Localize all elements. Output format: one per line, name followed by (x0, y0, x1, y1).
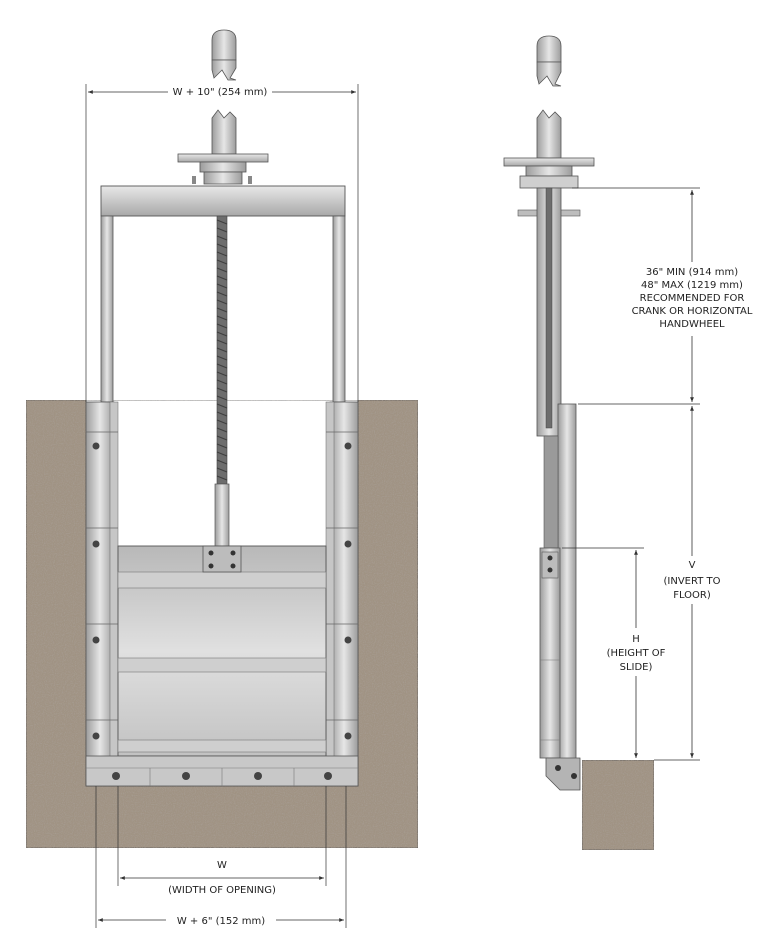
front-threaded-stem (214, 215, 230, 549)
front-yoke (100, 185, 346, 217)
opening-width-label: W (217, 860, 227, 871)
stem-label-line-1: 36" MIN (914 mm) (646, 267, 738, 278)
v-label-line-1: V (689, 560, 696, 571)
h-label-line-1: H (632, 634, 640, 645)
dim-opening-width: W (WIDTH OF OPENING) (117, 786, 327, 896)
dim-top-width: W + 10" (254 mm) (85, 84, 359, 402)
front-stem-top (211, 29, 237, 81)
dim-invert-to-floor: V (INVERT TO FLOOR) (654, 406, 721, 761)
h-label-line-3: SLIDE) (620, 662, 653, 673)
v-label-line-2: (INVERT TO (664, 576, 721, 587)
stem-label-line-2: 48" MAX (1219 mm) (641, 280, 743, 291)
side-slide (539, 435, 561, 759)
opening-width-sub: (WIDTH OF OPENING) (168, 885, 276, 896)
front-guide-right (325, 401, 359, 787)
h-label-line-2: (HEIGHT OF (607, 648, 666, 659)
v-label-line-3: FLOOR) (673, 590, 711, 601)
front-stem-upper (211, 109, 237, 155)
dim-height-of-slide: H (HEIGHT OF SLIDE) (562, 547, 666, 758)
front-guide-left (85, 401, 119, 787)
dim-bottom-width: W + 6" (152 mm) (95, 786, 347, 928)
front-floorstand (177, 153, 269, 185)
stem-label-line-3: RECOMMENDED FOR (640, 293, 745, 304)
front-slide-plate (117, 545, 327, 757)
front-leg-right (332, 215, 346, 403)
front-leg-left (100, 215, 114, 403)
side-frame-guide (557, 403, 577, 761)
bottom-width-label: W + 6" (152 mm) (177, 916, 265, 927)
stem-label-line-4: CRANK OR HORIZONTAL (632, 306, 753, 317)
stem-label-line-5: HANDWHEEL (659, 319, 725, 330)
side-stem-upper (536, 109, 562, 159)
side-stem-top (536, 35, 562, 87)
side-concrete (581, 759, 655, 851)
side-bottom-seal (545, 757, 581, 791)
front-view: W + 10" (254 mm) W (WIDTH OF OPENING) W … (25, 29, 419, 928)
side-view: 36" MIN (914 mm) 48" MAX (1219 mm) RECOM… (503, 35, 753, 851)
front-invert-frame (85, 755, 359, 787)
front-stem-connector (202, 545, 242, 573)
dim-stem-length: 36" MIN (914 mm) 48" MAX (1219 mm) RECOM… (572, 187, 753, 405)
top-width-label: W + 10" (254 mm) (173, 87, 268, 98)
side-threaded-stem (545, 187, 553, 429)
